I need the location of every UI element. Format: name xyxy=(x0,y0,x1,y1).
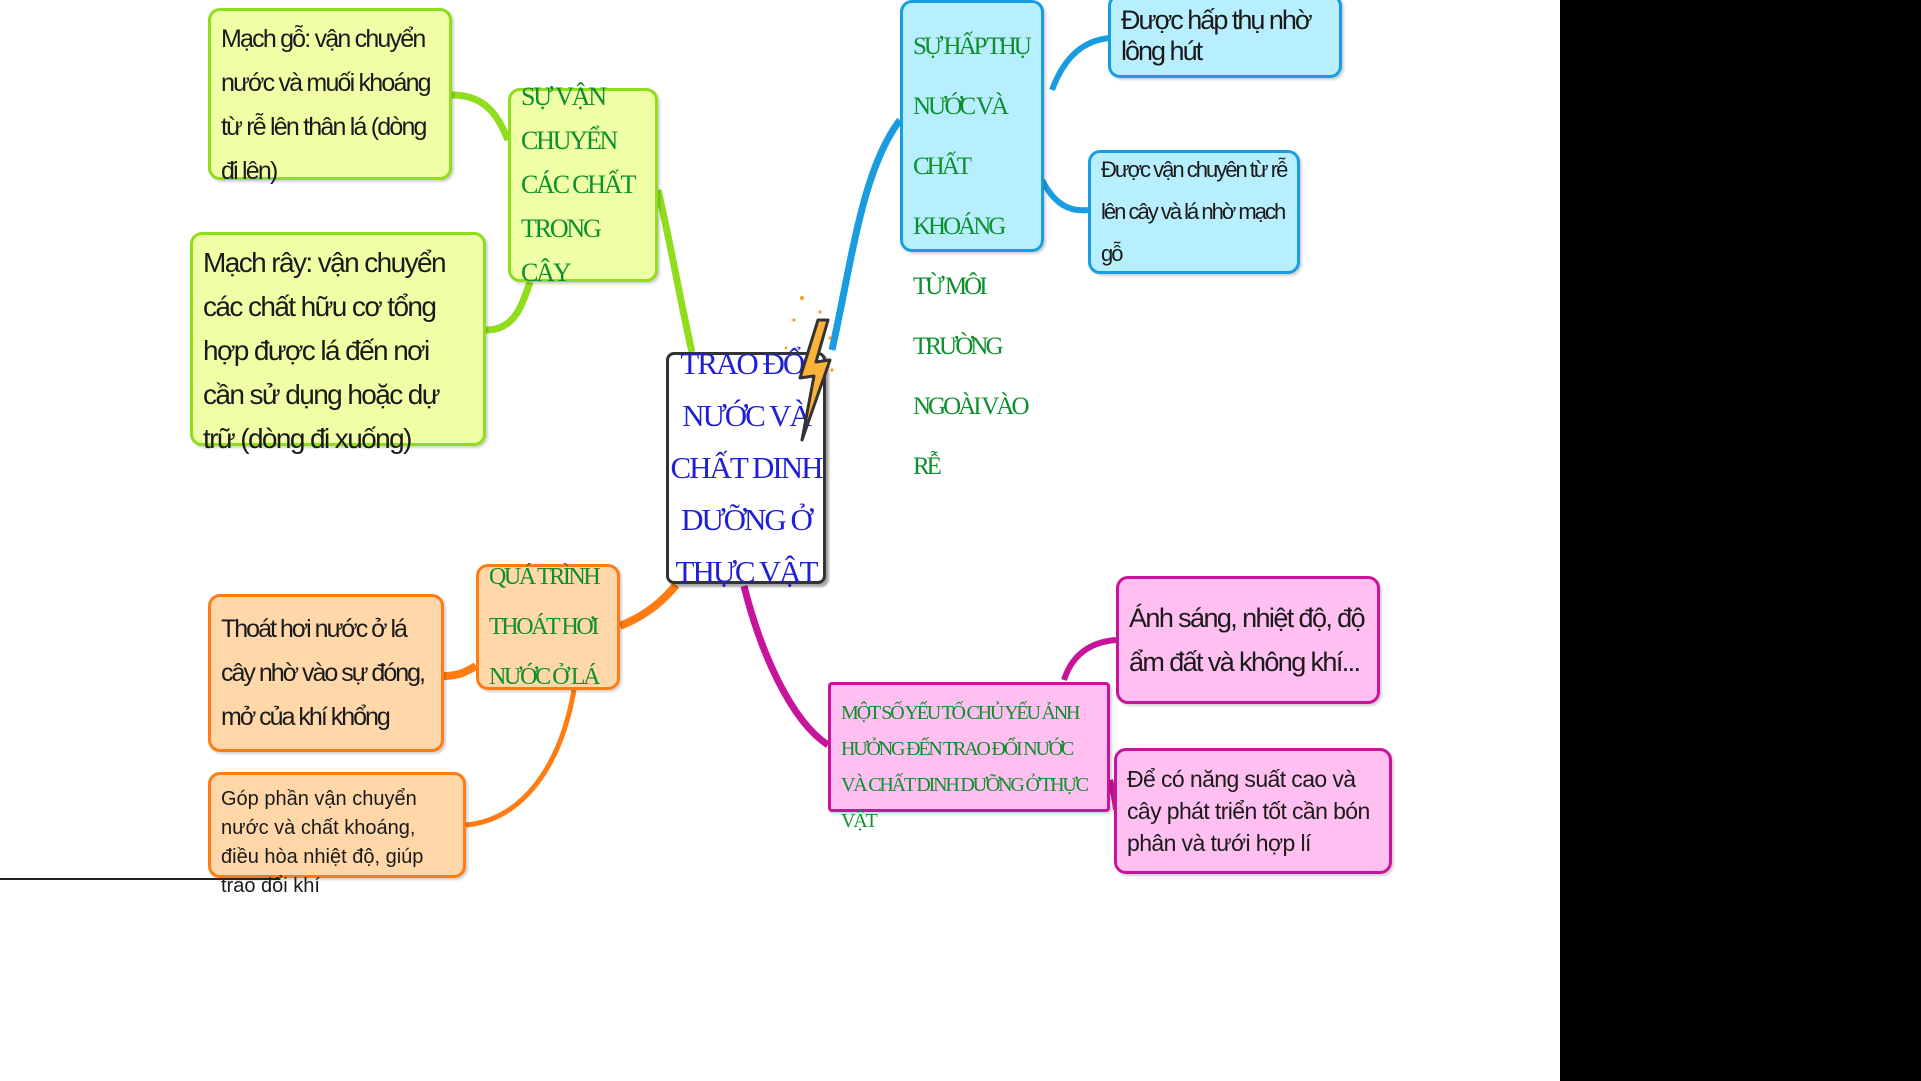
connector-center-factors xyxy=(740,585,830,748)
branch-absorption-node[interactable]: SỰ HẤP THỤ NƯỚC VÀ CHẤT KHOÁNG TỪ MÔI TR… xyxy=(900,0,1044,480)
factors-environment-text: Ánh sáng, nhiệt độ, độ ẩm đất và không k… xyxy=(1129,603,1366,677)
central-topic-title: TRAO ĐỔI NƯỚC VÀ CHẤT DINH DƯỠNG Ở THỰC … xyxy=(670,346,823,589)
connector-transpiration-role xyxy=(465,689,577,828)
branch-factors-node[interactable]: MỘT SỐ YẾU TỐ CHỦ YẾU ẢNH HƯỞNG ĐẾN TRAO… xyxy=(828,682,1110,832)
factors-fertilizer-text: Để có năng suất cao và cây phát triển tố… xyxy=(1127,766,1370,856)
connector-transport-xylem xyxy=(451,91,512,142)
factors-environment-node[interactable]: Ánh sáng, nhiệt độ, độ ẩm đất và không k… xyxy=(1116,576,1380,704)
absorption-xylem-text: Được vận chuyên từ rễ lên cây và lá nhờ … xyxy=(1101,157,1288,266)
mind-map-connectors xyxy=(443,35,1119,828)
transport-xylem-node[interactable]: Mạch gỗ: vận chuyển nước và muối khoáng … xyxy=(208,8,452,185)
branch-transport-title: SỰ VẬN CHUYỂN CÁC CHẤT TRONG CÂY xyxy=(521,82,636,287)
connector-center-absorption xyxy=(828,117,903,351)
branch-transpiration-node[interactable]: QUÁ TRÌNH THOÁT HƠI NƯỚC Ở LÁ xyxy=(476,564,620,690)
connector-factors-environment xyxy=(1061,637,1117,682)
transpiration-stomata-text: Thoát hơi nước ở lá cây nhờ vào sự đóng,… xyxy=(221,615,426,731)
absorption-roothair-node[interactable]: Được hấp thụ nhờ lông hút xyxy=(1108,0,1342,78)
absorption-xylem-node[interactable]: Được vận chuyên từ rễ lên cây và lá nhờ … xyxy=(1088,150,1300,274)
transport-phloem-node[interactable]: Mạch rây: vận chuyển các chất hữu cơ tổn… xyxy=(190,232,486,454)
absorption-roothair-text: Được hấp thụ nhờ lông hút xyxy=(1121,5,1313,66)
connector-absorption-xylem xyxy=(1039,178,1089,214)
transport-xylem-text: Mạch gỗ: vận chuyển nước và muối khoáng … xyxy=(221,25,432,185)
central-topic-node[interactable]: TRAO ĐỔI NƯỚC VÀ CHẤT DINH DƯỠNG Ở THỰC … xyxy=(666,346,826,589)
connector-center-transport xyxy=(654,189,696,353)
transpiration-stomata-node[interactable]: Thoát hơi nước ở lá cây nhờ vào sự đóng,… xyxy=(208,594,444,752)
connector-transport-phloem xyxy=(485,280,534,334)
branch-transpiration-title: QUÁ TRÌNH THOÁT HƠI NƯỚC Ở LÁ xyxy=(489,564,601,690)
branch-transport-node[interactable]: SỰ VẬN CHUYỂN CÁC CHẤT TRONG CÂY xyxy=(508,82,658,287)
lightning-bolt-icon xyxy=(784,296,834,442)
connector-transpiration-stomata xyxy=(443,662,479,680)
connector-center-transpiration xyxy=(618,582,680,630)
factors-fertilizer-node[interactable]: Để có năng suất cao và cây phát triển tố… xyxy=(1114,748,1392,874)
transport-phloem-text: Mạch rây: vận chuyển các chất hữu cơ tổn… xyxy=(203,247,447,454)
mind-map-canvas: TRAO ĐỔI NƯỚC VÀ CHẤT DINH DƯỠNG Ở THỰC … xyxy=(0,0,1560,1081)
connector-absorption-roothair xyxy=(1049,35,1111,92)
transpiration-role-node[interactable]: Góp phần vận chuyển nước và chất khoáng,… xyxy=(208,772,466,897)
transpiration-role-text: Góp phần vận chuyển nước và chất khoáng,… xyxy=(221,788,424,897)
branch-absorption-title: SỰ HẤP THỤ NƯỚC VÀ CHẤT KHOÁNG TỪ MÔI TR… xyxy=(913,33,1032,480)
bottom-divider xyxy=(0,878,280,880)
branch-factors-title: MỘT SỐ YẾU TỐ CHỦ YẾU ẢNH HƯỞNG ĐẾN TRAO… xyxy=(841,702,1089,832)
